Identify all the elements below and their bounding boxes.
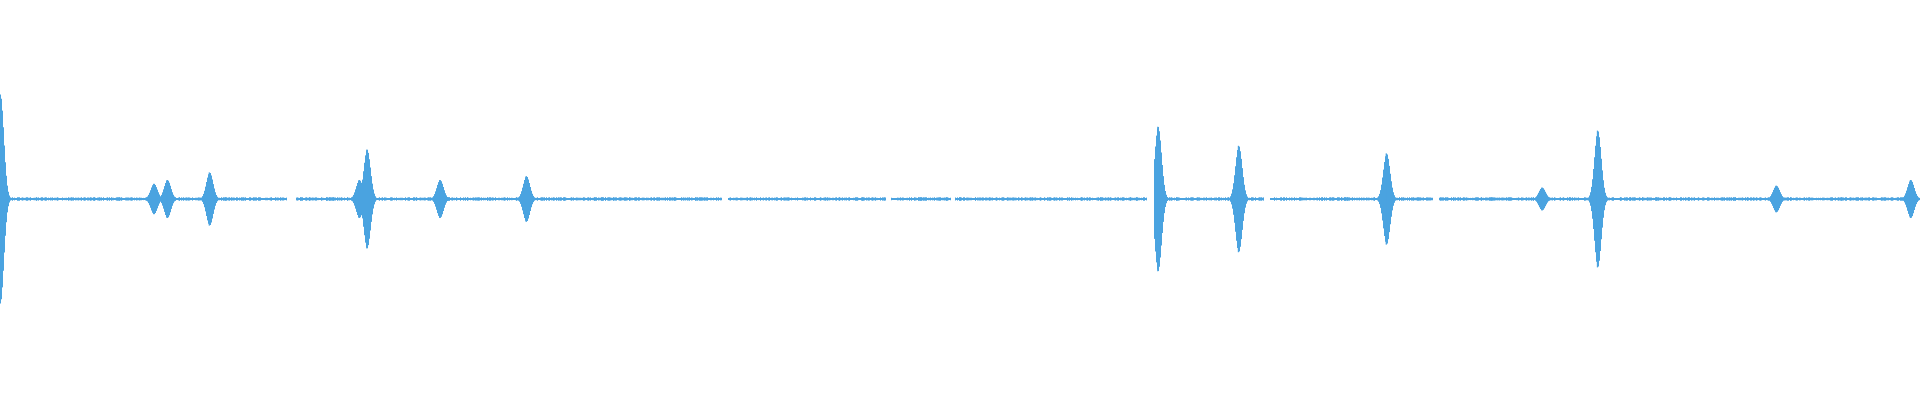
waveform-signal	[0, 94, 1920, 304]
waveform-bars	[0, 94, 1920, 304]
